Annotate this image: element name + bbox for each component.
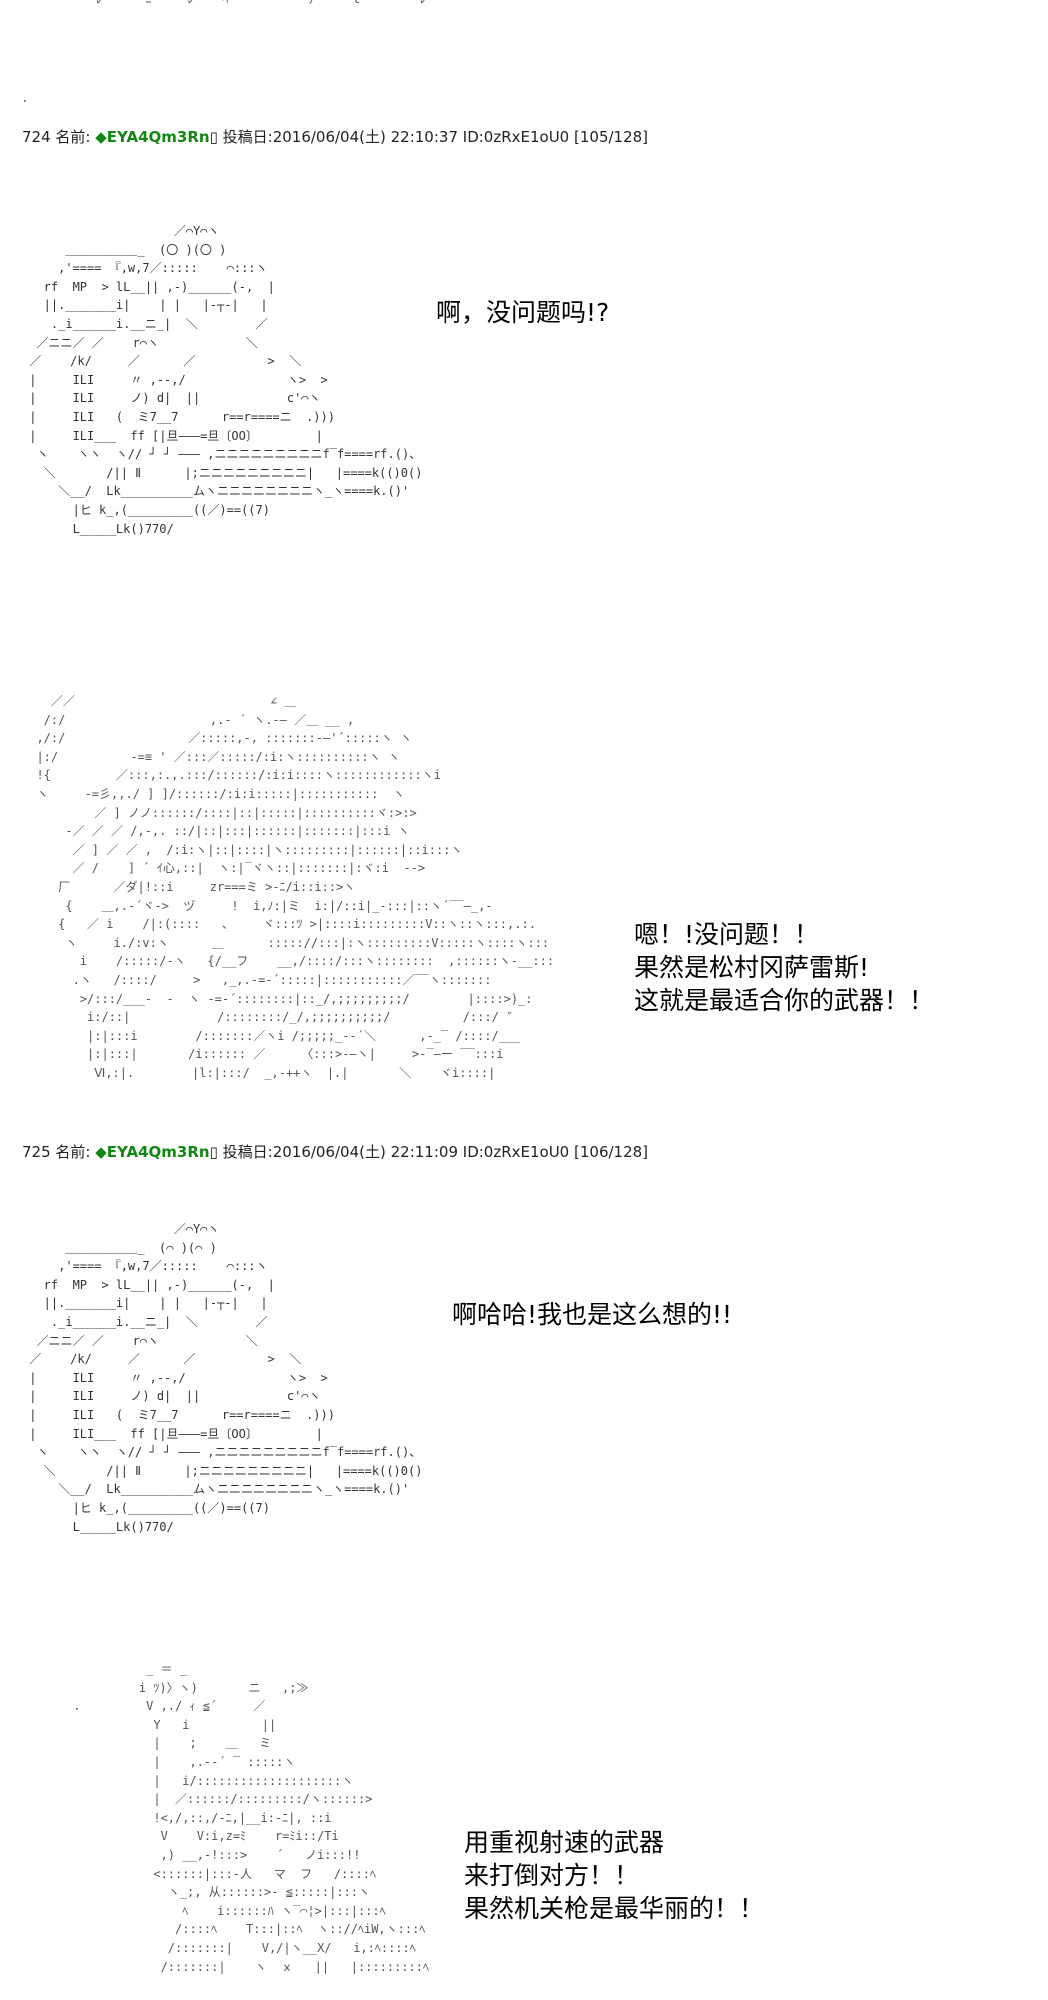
post-date: 2016/06/04(土) 22:10:37 [272,128,458,146]
speech-line: 嗯！!没问题！！ [634,920,820,949]
trip-box-icon: ▯ [209,1143,218,1161]
speech-line: 啊哈哈!我也是这么想的!! [452,1300,733,1329]
girl-ascii-art: _ ＝ _ i ﾂ)〉ヽ) ニ ,;≫ V ,./ ｨ ≦´ ／ Y i || … [138,1662,429,1974]
robot-ascii-art: ／⌒Y⌒ヽ ＿＿＿＿＿＿_ (⌒ )(⌒ ) ,'==== 『,w,7／::::… [29,1222,423,1534]
speech-line: 来打倒对方！！ [464,1861,640,1890]
post-count: [105/128] [574,128,649,146]
stray-dot [24,100,26,102]
stray-dot [76,1708,78,1710]
speech-block: 嗯！!没问题！！ 果然是松村冈萨雷斯! 这就是最适合你的武器！！ [634,918,934,1017]
post-id[interactable]: ID:0zRxE1oU0 [462,128,570,146]
top-art-fragment: ﾚ ﾆ ﾚ ﾍ ﾌ ｌ ﾚ [96,0,426,9]
post-header-724: 724 名前: ◆EYA4Qm3Rn▯ 投稿日:2016/06/04(土) 22… [22,126,648,147]
name-label: 名前: [55,1143,91,1161]
post-number: 724 [22,128,51,146]
speech-line: 果然机关枪是最华丽的！！ [464,1894,765,1923]
trip-box-icon: ▯ [209,128,218,146]
speech-line: 果然是松村冈萨雷斯! [634,953,870,982]
robot-ascii-art: ／⌒Y⌒ヽ ＿＿＿＿＿＿_ (〇 )(〇 ) ,'==== 『,w,7／::::… [29,224,423,536]
post-id[interactable]: ID:0zRxE1oU0 [462,1143,570,1161]
name-label: 名前: [55,128,91,146]
post-header-725: 725 名前: ◆EYA4Qm3Rn▯ 投稿日:2016/06/04(土) 22… [22,1141,648,1162]
poster-trip[interactable]: ◆EYA4Qm3Rn [95,128,210,146]
speech-line: 用重视射速的武器 [464,1828,665,1857]
date-label: 投稿日: [222,1143,273,1161]
post-date: 2016/06/04(土) 22:11:09 [272,1143,458,1161]
poster-trip[interactable]: ◆EYA4Qm3Rn [95,1143,210,1161]
post-count: [106/128] [574,1143,649,1161]
date-label: 投稿日: [222,128,273,146]
speech-block: 用重视射速的武器 来打倒对方！！ 果然机关枪是最华丽的！！ [464,1826,764,1925]
post-number: 725 [22,1143,51,1161]
speech-line: 啊，没问题吗!? [436,298,610,327]
speech-line: 这就是最适合你的武器！！ [634,986,935,1015]
cat-ascii-art: ／／ ∠ ＿ /:/ ,.- ´ ヽ.-― ／＿ __ , ,/:/ ／::::… [36,694,555,1080]
